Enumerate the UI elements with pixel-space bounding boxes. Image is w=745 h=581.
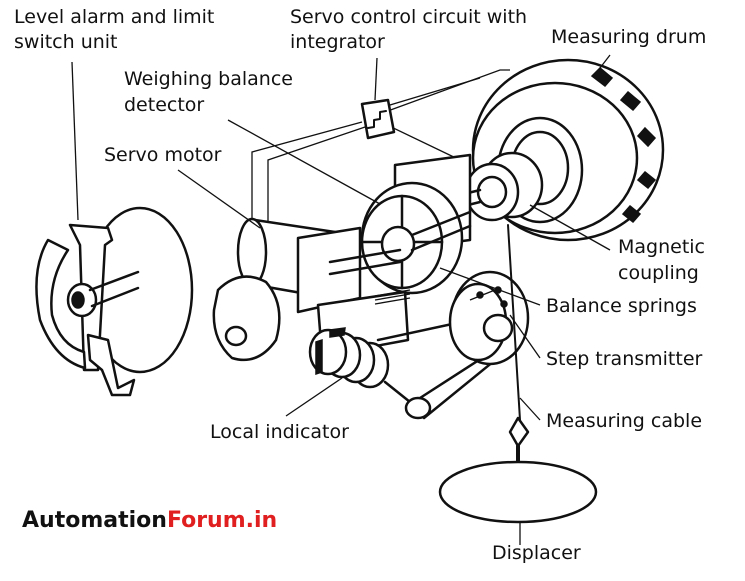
label-measuring-cable: Measuring cable <box>546 410 703 432</box>
label-weighing-line2: detector <box>124 94 205 116</box>
label-step-transmitter: Step transmitter <box>546 348 703 370</box>
label-balance-springs: Balance springs <box>546 295 697 317</box>
brand-part2: Forum.in <box>166 508 278 533</box>
leader-lines <box>71 54 611 545</box>
label-servo-control-line1: Servo control circuit with <box>290 6 528 28</box>
label-displacer: Displacer <box>492 542 581 564</box>
label-local-indicator: Local indicator <box>210 421 349 443</box>
label-level-alarm-line2: switch unit <box>14 31 118 53</box>
brand-part1: Automation <box>22 508 167 533</box>
label-servo-control-line2: integrator <box>290 31 385 53</box>
level-alarm-limit-switch-unit <box>35 206 194 397</box>
servo-motor <box>212 217 402 362</box>
label-level-alarm-line1: Level alarm and limit <box>14 6 215 28</box>
circuit-wiring <box>251 69 510 240</box>
label-weighing-line1: Weighing balance <box>124 68 293 90</box>
measuring-cable-displacer <box>438 224 598 524</box>
balance-springs <box>374 289 411 305</box>
label-servo-motor: Servo motor <box>104 144 222 166</box>
label-magnetic-line2: coupling <box>618 262 699 284</box>
step-transmitter <box>448 270 530 366</box>
label-measuring-drum: Measuring drum <box>551 26 707 48</box>
weighing-balance-detector <box>360 181 472 295</box>
brand-watermark: AutomationForum.in <box>22 508 277 533</box>
servo-control-circuit-box <box>360 98 396 140</box>
label-magnetic-line1: Magnetic <box>618 236 706 258</box>
